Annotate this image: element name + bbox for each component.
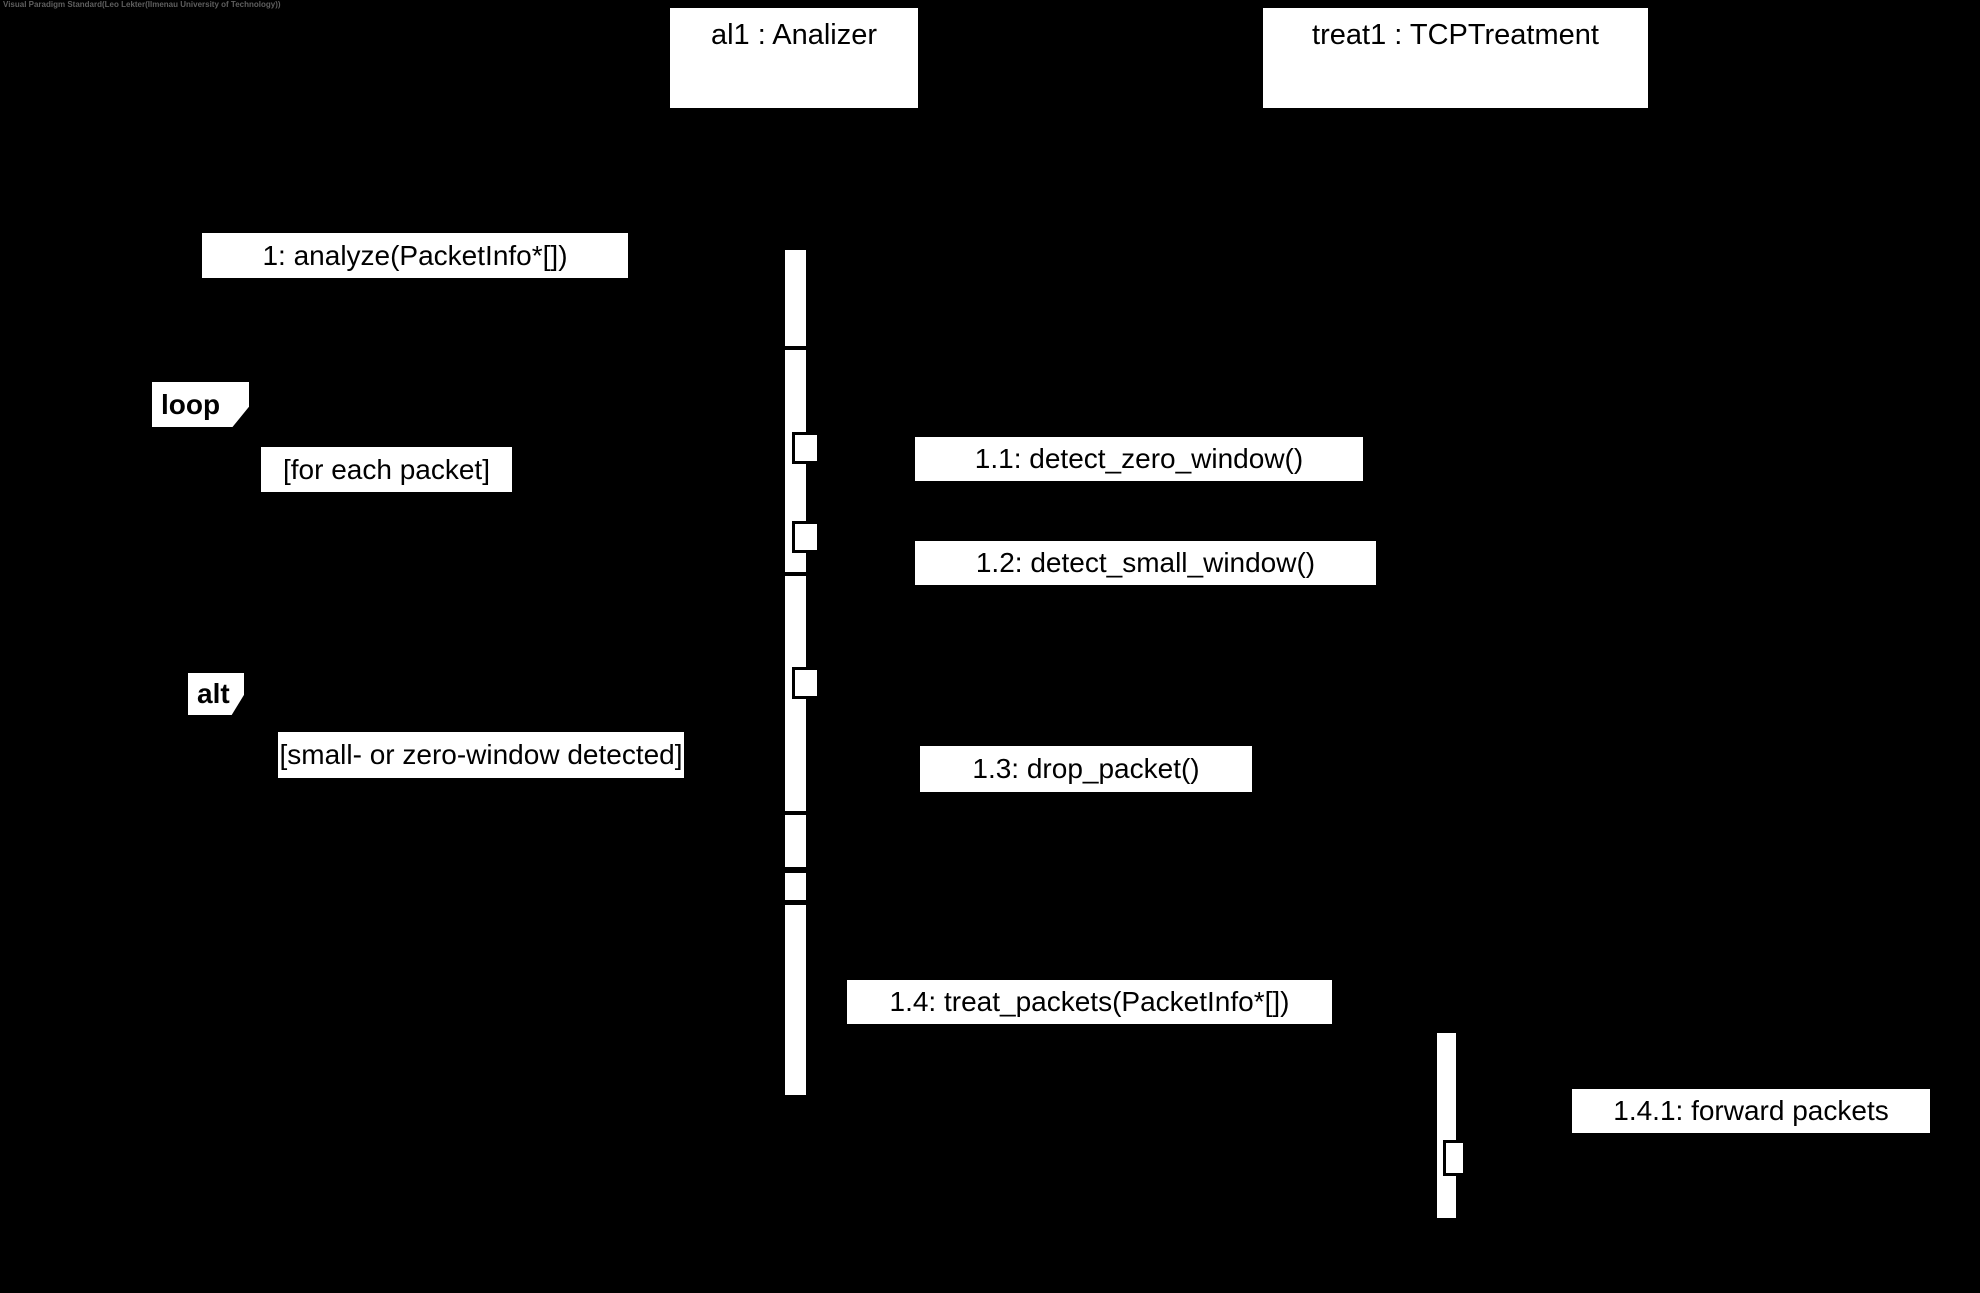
activation-bar-al1-segment-6[interactable] xyxy=(785,905,806,1095)
message-label-analyze[interactable]: 1: analyze(PacketInfo*[]) xyxy=(202,233,628,278)
activation-bar-al1-segment-1[interactable] xyxy=(785,250,806,346)
nested-activation-bar-forward-packets[interactable] xyxy=(1443,1140,1466,1176)
lifeline-head-treat1[interactable]: treat1 : TCPTreatment xyxy=(1263,8,1648,108)
message-label-detect-small-window[interactable]: 1.2: detect_small_window() xyxy=(915,541,1376,585)
nested-activation-bar-drop-packet[interactable] xyxy=(792,667,820,699)
activation-bar-treat1[interactable] xyxy=(1437,1033,1456,1218)
fragment-guard-loop[interactable]: [for each packet] xyxy=(261,447,512,492)
activation-bar-al1-segment-5[interactable] xyxy=(785,873,806,900)
nested-activation-bar-detect-zero-window[interactable] xyxy=(792,432,820,464)
message-label-detect-zero-window[interactable]: 1.1: detect_zero_window() xyxy=(915,437,1363,481)
fragment-operator-loop[interactable]: loop xyxy=(152,382,249,427)
message-label-drop-packet[interactable]: 1.3: drop_packet() xyxy=(920,746,1252,792)
message-label-treat-packets[interactable]: 1.4: treat_packets(PacketInfo*[]) xyxy=(847,980,1332,1024)
visual-paradigm-watermark: Visual Paradigm Standard(Leo Lekter(Ilme… xyxy=(3,0,281,9)
nested-activation-bar-detect-small-window[interactable] xyxy=(792,521,820,553)
message-label-forward-packets[interactable]: 1.4.1: forward packets xyxy=(1572,1089,1930,1133)
lifeline-label: al1 : Analizer xyxy=(710,19,878,51)
fragment-operator-alt[interactable]: alt xyxy=(188,673,244,715)
lifeline-label: treat1 : TCPTreatment xyxy=(1312,19,1599,51)
fragment-guard-alt[interactable]: [small- or zero-window detected] xyxy=(278,732,684,778)
activation-bar-al1-segment-4[interactable] xyxy=(785,815,806,867)
lifeline-head-al1[interactable]: al1 : Analizer xyxy=(670,8,918,108)
